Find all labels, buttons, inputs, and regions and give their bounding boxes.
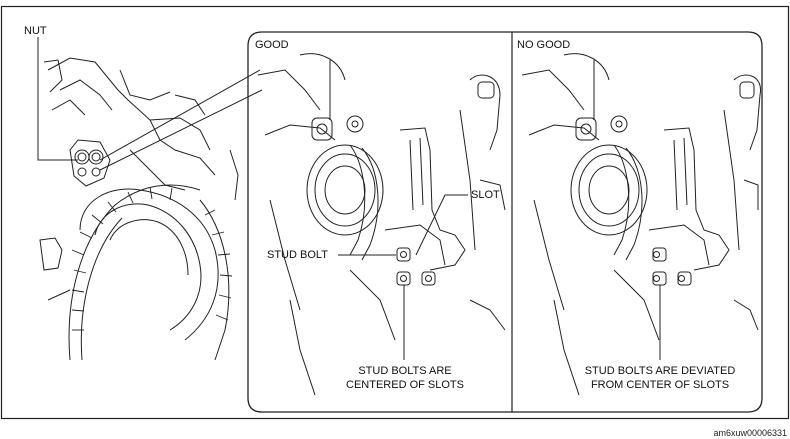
overview-assembly-drawing: [37, 37, 263, 361]
no-good-detail-drawing: [521, 53, 761, 396]
no-good-heading: NO GOOD: [517, 39, 571, 51]
no-good-caption-line-2: FROM CENTER OF SLOTS: [590, 379, 730, 391]
comparison-panel-frame: [247, 31, 763, 413]
no-good-caption-line-1: STUD BOLTS ARE DEVIATED: [584, 365, 736, 377]
good-caption-line-2: CENTERED OF SLOTS: [346, 379, 464, 391]
image-id: am6xuw00006331: [713, 428, 787, 438]
slot-label: SLOT: [471, 189, 500, 201]
good-caption: STUD BOLTS ARE CENTERED OF SLOTS: [330, 364, 480, 392]
good-caption-line-1: STUD BOLTS ARE: [358, 365, 452, 377]
good-heading: GOOD: [255, 39, 289, 51]
outer-frame: [0, 5, 790, 420]
stud-bolt-label: STUD BOLT: [267, 249, 328, 261]
nut-label: NUT: [24, 25, 47, 37]
good-detail-drawing: [257, 53, 506, 396]
no-good-caption: STUD BOLTS ARE DEVIATED FROM CENTER OF S…: [570, 364, 750, 392]
